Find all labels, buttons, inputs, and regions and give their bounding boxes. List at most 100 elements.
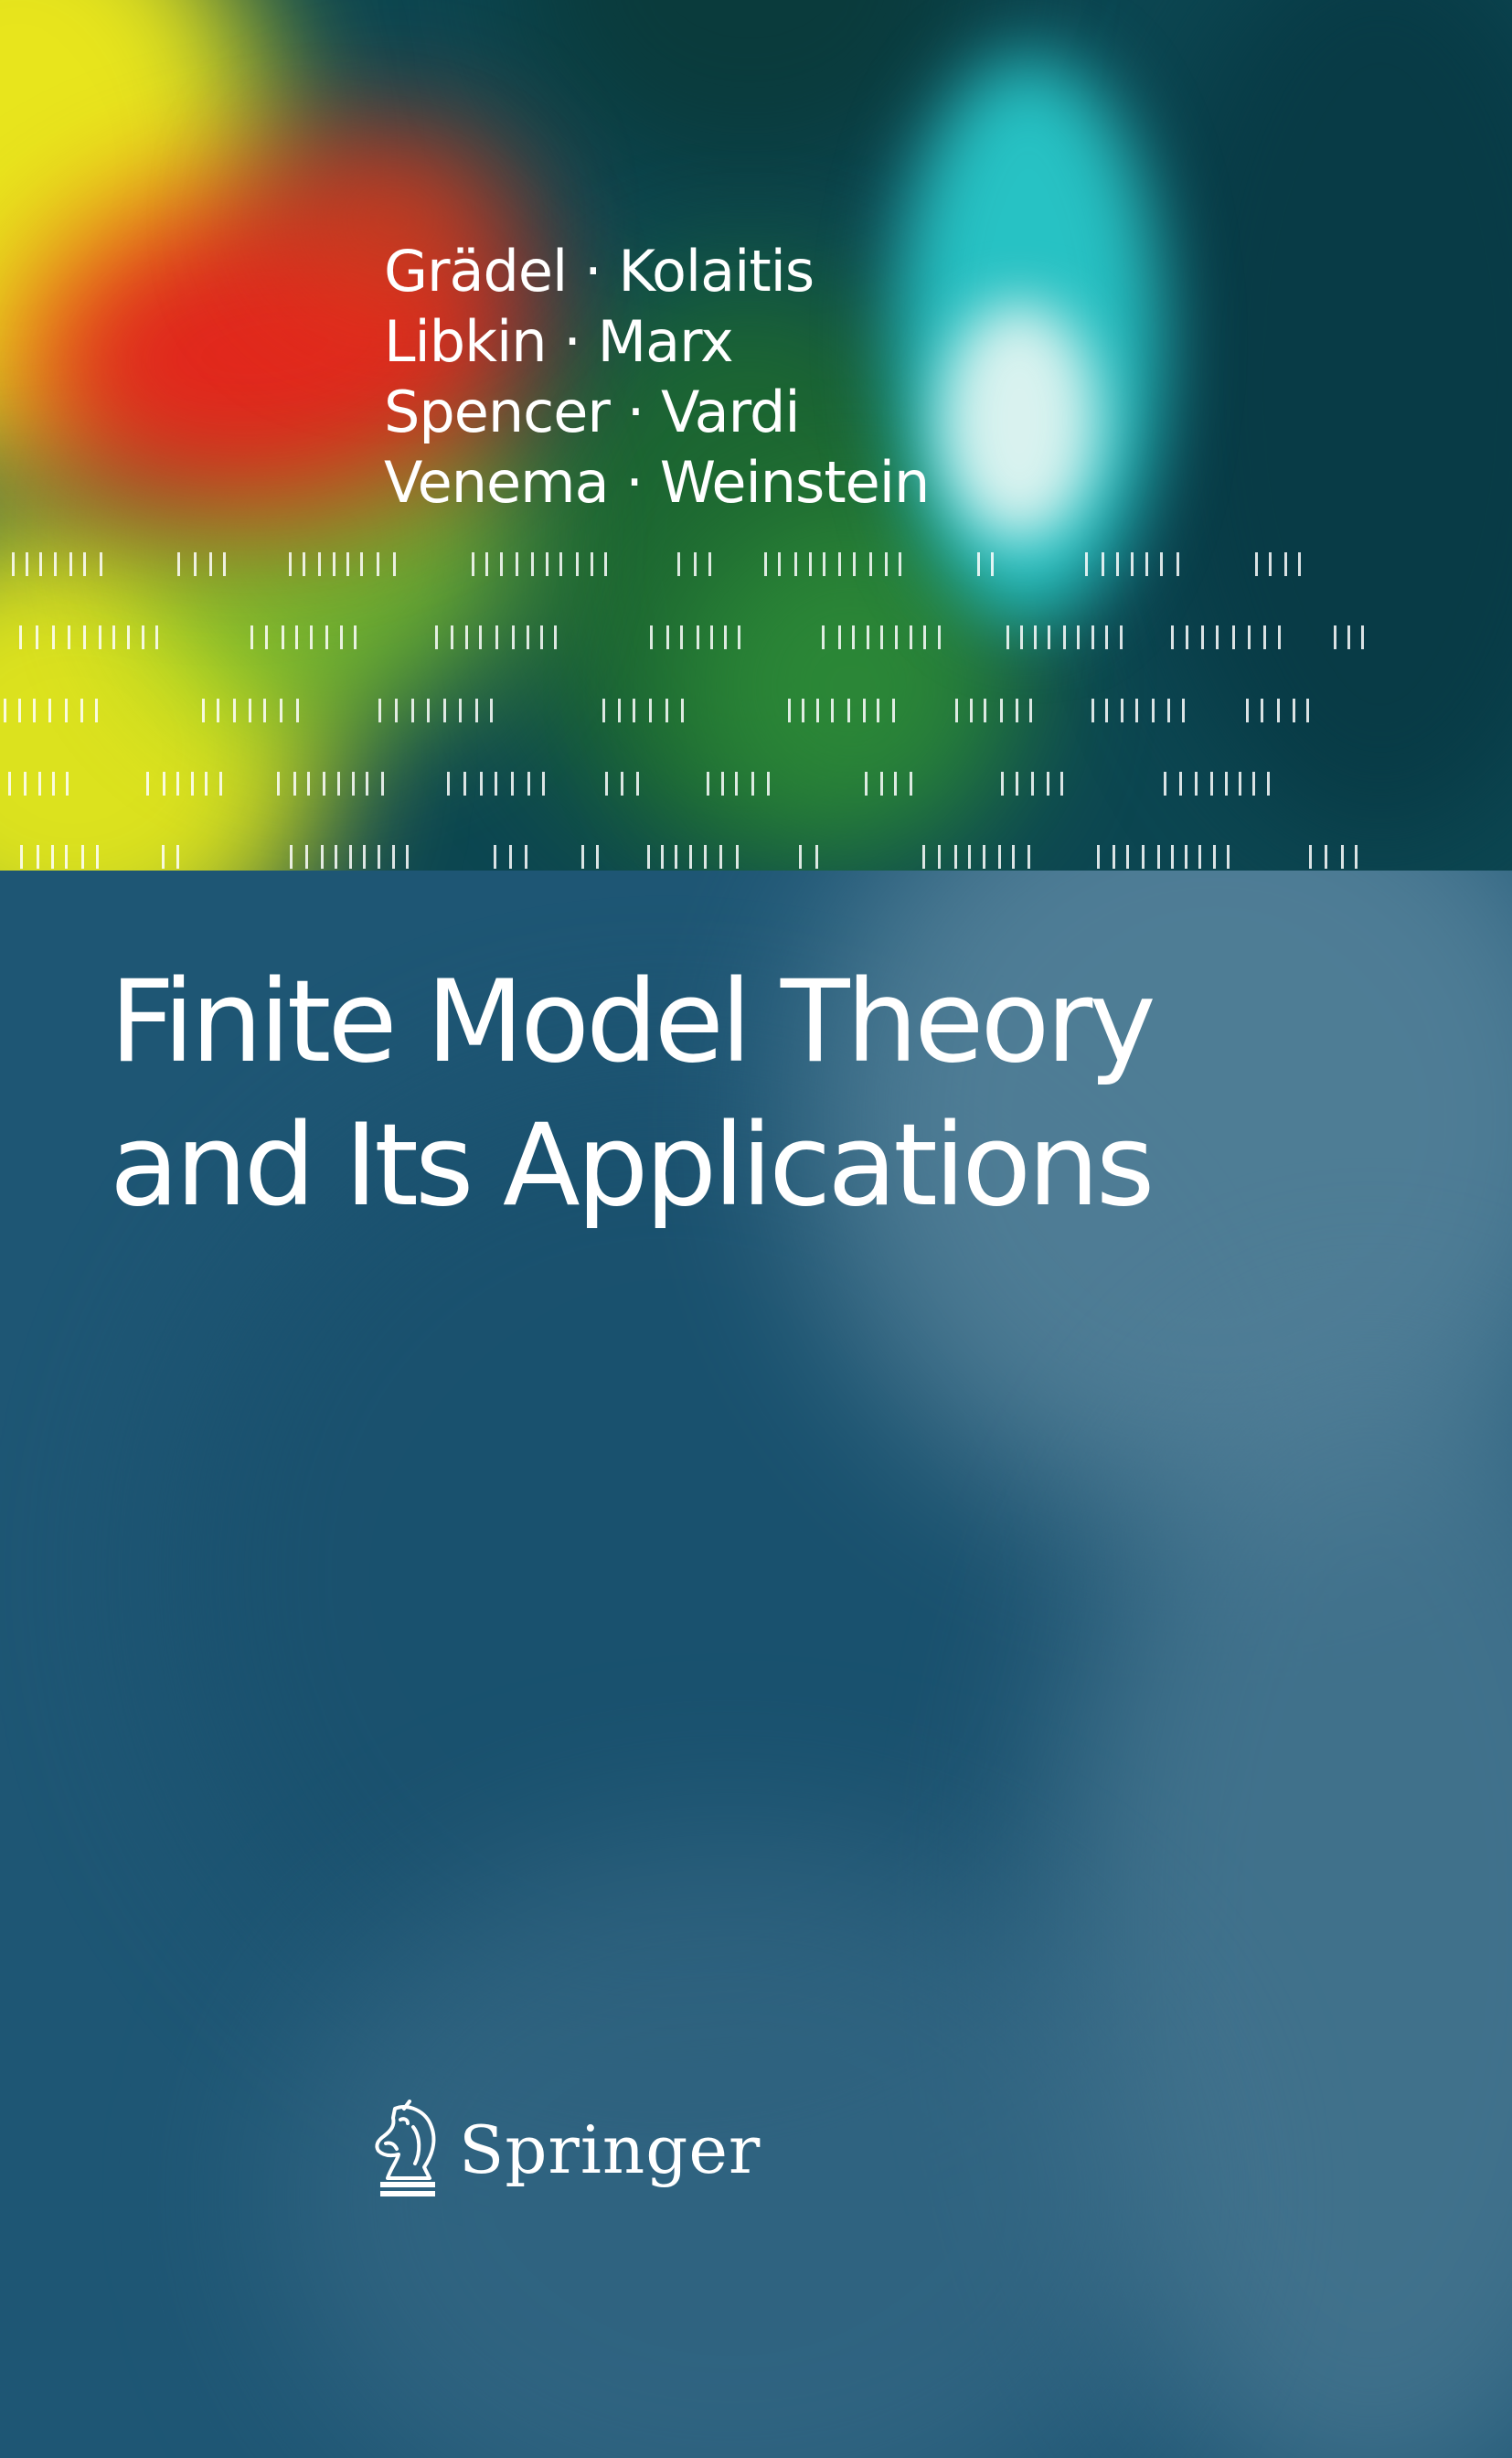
tick-mark	[295, 625, 298, 649]
tick-mark	[1306, 699, 1309, 722]
tick-mark	[736, 845, 739, 869]
tick-mark	[970, 699, 973, 722]
tick-mark	[1142, 845, 1145, 869]
tick-mark	[1177, 552, 1179, 576]
tick-mark	[831, 699, 834, 722]
tick-mark	[922, 845, 925, 869]
tick-mark	[20, 845, 23, 869]
author-line: Spencer · Vardi	[384, 379, 801, 445]
publisher-name: Springer	[459, 2111, 761, 2188]
tick-mark	[661, 845, 664, 869]
tick-mark	[1145, 552, 1148, 576]
tick-mark	[51, 845, 54, 869]
tick-mark	[1284, 552, 1287, 576]
tick-mark	[495, 625, 498, 649]
tick-mark	[1167, 699, 1170, 722]
tick-mark	[1263, 625, 1266, 649]
tick-mark	[1232, 625, 1235, 649]
tick-mark	[1298, 552, 1301, 576]
tick-mark	[938, 845, 941, 869]
tick-mark	[1000, 699, 1003, 722]
tick-mark	[1105, 625, 1108, 649]
tick-mark	[1077, 625, 1080, 649]
tick-mark	[895, 625, 898, 649]
tick-mark	[680, 625, 683, 649]
tick-mark	[694, 552, 697, 576]
tick-mark	[352, 772, 355, 796]
tick-mark	[37, 845, 39, 869]
tick-mark	[52, 772, 55, 796]
cover-artwork: Grädel · Kolaitis Libkin · Marx Spencer …	[0, 0, 1512, 871]
tick-mark	[525, 845, 527, 869]
tick-mark	[923, 625, 926, 649]
tick-mark	[991, 552, 994, 576]
tick-mark	[636, 772, 639, 796]
tick-mark	[894, 772, 897, 796]
tick-mark	[1113, 845, 1115, 869]
tick-mark	[1116, 552, 1119, 576]
tick-mark	[823, 552, 825, 576]
tick-mark	[395, 699, 398, 722]
tick-mark	[163, 772, 165, 796]
tick-mark	[1171, 845, 1174, 869]
tick-mark	[816, 699, 819, 722]
book-title-line: Finite Model Theory	[110, 956, 1156, 1088]
tick-mark	[1006, 625, 1009, 649]
tick-mark	[604, 552, 607, 576]
tick-mark	[778, 552, 781, 576]
tick-mark	[65, 845, 68, 869]
tick-mark	[48, 699, 51, 722]
tick-mark	[202, 699, 205, 722]
tick-mark	[479, 625, 482, 649]
tick-mark	[596, 845, 599, 869]
tick-mark	[1031, 772, 1034, 796]
tick-mark	[998, 845, 1001, 869]
tick-mark	[465, 625, 468, 649]
tick-mark	[4, 699, 6, 722]
tick-mark	[96, 845, 99, 869]
tick-mark	[80, 699, 83, 722]
tick-mark	[1012, 845, 1015, 869]
tick-mark	[451, 625, 453, 649]
tick-mark	[427, 699, 430, 722]
tick-mark	[880, 625, 883, 649]
tick-mark	[1198, 845, 1201, 869]
tick-mark	[764, 552, 767, 576]
tick-mark	[621, 772, 623, 796]
tick-mark	[65, 699, 68, 722]
tick-mark	[217, 699, 219, 722]
tick-mark	[1102, 552, 1104, 576]
tick-mark	[554, 625, 557, 649]
tick-mark	[1097, 845, 1100, 869]
tick-mark	[1246, 699, 1249, 722]
tick-mark	[1213, 845, 1216, 869]
tick-mark	[1001, 772, 1004, 796]
tick-mark	[480, 772, 483, 796]
tick-mark	[650, 625, 653, 649]
tick-mark	[938, 625, 941, 649]
tick-mark	[885, 552, 888, 576]
tick-mark	[263, 699, 266, 722]
tick-mark	[54, 552, 57, 576]
tick-mark	[788, 699, 791, 722]
tick-mark	[68, 625, 70, 649]
tick-mark	[1248, 625, 1251, 649]
cover-background	[0, 871, 1512, 2458]
tick-mark	[633, 699, 635, 722]
tick-mark	[531, 552, 534, 576]
tick-mark	[542, 772, 545, 796]
tick-mark	[954, 845, 957, 869]
artwork-shape	[512, 0, 987, 183]
artwork-shape	[942, 302, 1097, 540]
tick-mark	[799, 845, 802, 869]
tick-mark	[649, 699, 652, 722]
tick-mark	[69, 552, 72, 576]
tick-mark	[751, 772, 754, 796]
tick-mark	[277, 772, 280, 796]
tick-mark	[853, 552, 856, 576]
tick-mark	[219, 772, 222, 796]
tick-mark	[360, 552, 363, 576]
tick-mark	[1105, 699, 1108, 722]
tick-mark	[838, 625, 841, 649]
tick-mark	[1225, 772, 1228, 796]
